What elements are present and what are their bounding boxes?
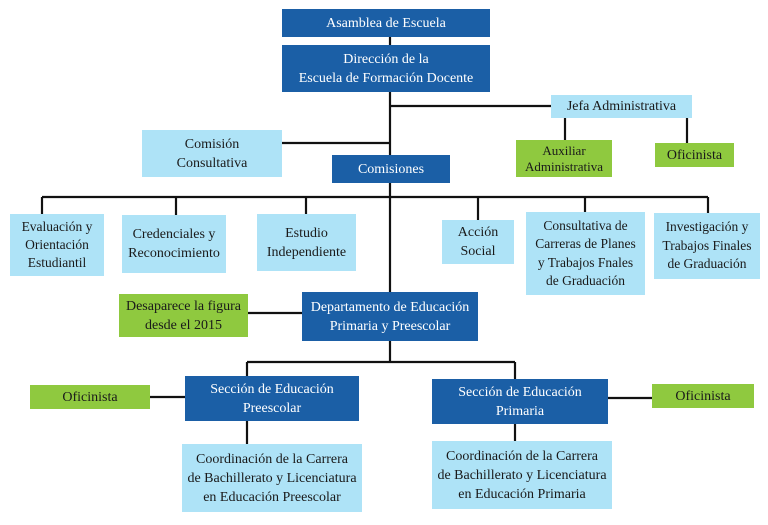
node-accion-social: Acción Social (442, 220, 514, 264)
node-comision-consultativa: Comisión Consultativa (142, 130, 282, 177)
node-desaparece-figura: Desaparece la figura desde el 2015 (119, 294, 248, 337)
node-evaluacion: Evaluación y Orientación Estudiantil (10, 214, 104, 276)
node-estudio-independiente-label: Estudio Independiente (266, 225, 347, 260)
node-credenciales-label: Credenciales y Reconocimiento (128, 227, 220, 261)
node-oficinista-right-label: Oficinista (675, 388, 731, 404)
node-investigacion-label: Investigación y Trabajos Finales de Grad… (662, 219, 752, 272)
node-estudio-independiente: Estudio Independiente (257, 214, 356, 271)
node-auxiliar-administrativa: Auxiliar Administrativa (516, 140, 612, 177)
node-consultativa-carreras-label: Consultativa de Carreras de Planes y Tra… (535, 217, 636, 289)
node-oficinista-left-label: Oficinista (62, 389, 118, 405)
node-direccion-label: Dirección de la Escuela de Formación Doc… (298, 51, 474, 86)
node-comisiones-label: Comisiones (357, 161, 425, 177)
node-oficinista-left: Oficinista (30, 385, 150, 409)
node-coordinacion-preescolar-label: Coordinación de la Carrera de Bachillera… (187, 451, 357, 505)
node-asamblea: Asamblea de Escuela (282, 9, 490, 37)
node-jefa-administrativa: Jefa Administrativa (551, 95, 692, 118)
node-coordinacion-primaria-label: Coordinación de la Carrera de Bachillera… (437, 448, 607, 502)
node-coordinacion-preescolar: Coordinación de la Carrera de Bachillera… (182, 444, 362, 512)
node-oficinista-right: Oficinista (652, 384, 754, 408)
node-accion-social-label: Acción Social (457, 225, 499, 259)
node-jefa-administrativa-label: Jefa Administrativa (566, 99, 677, 114)
node-desaparece-figura-label: Desaparece la figura desde el 2015 (125, 298, 242, 333)
node-oficinista-top: Oficinista (655, 143, 734, 167)
node-auxiliar-administrativa-label: Auxiliar Administrativa (525, 142, 603, 174)
node-investigacion: Investigación y Trabajos Finales de Grad… (654, 213, 760, 279)
node-comision-consultativa-label: Comisión Consultativa (176, 136, 248, 171)
node-seccion-preescolar-label: Sección de Educación Preescolar (210, 381, 334, 416)
node-seccion-preescolar: Sección de Educación Preescolar (185, 376, 359, 421)
node-evaluacion-label: Evaluación y Orientación Estudiantil (21, 219, 93, 270)
node-consultativa-carreras: Consultativa de Carreras de Planes y Tra… (526, 212, 645, 295)
node-departamento: Departamento de Educación Primaria y Pre… (302, 292, 478, 341)
node-coordinacion-primaria: Coordinación de la Carrera de Bachillera… (432, 441, 612, 509)
node-seccion-primaria-label: Sección de Educación Primaria (458, 384, 582, 419)
node-direccion: Dirección de la Escuela de Formación Doc… (282, 45, 490, 92)
node-credenciales: Credenciales y Reconocimiento (122, 215, 226, 273)
node-comisiones: Comisiones (332, 155, 450, 183)
node-departamento-label: Departamento de Educación Primaria y Pre… (310, 299, 470, 334)
node-asamblea-label: Asamblea de Escuela (326, 15, 446, 31)
node-seccion-primaria: Sección de Educación Primaria (432, 379, 608, 424)
node-oficinista-top-label: Oficinista (666, 147, 723, 163)
